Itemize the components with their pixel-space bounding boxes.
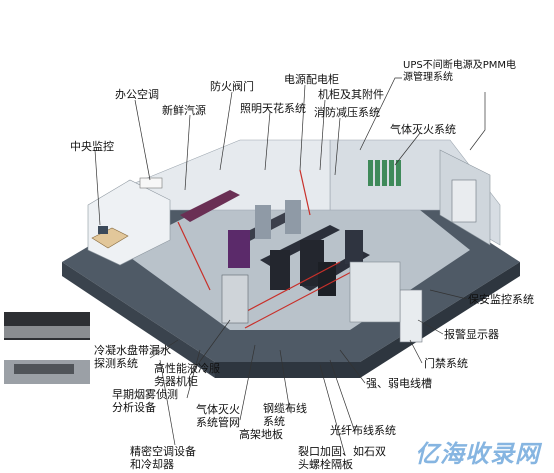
label-cabinet-accessories: 机柜及其附件: [318, 88, 384, 101]
floor-side-right: [215, 262, 520, 378]
label-cable-system: 钢缆布线系统: [263, 402, 307, 428]
label-fire-pressure: 消防减压系统: [314, 106, 380, 119]
photo-thumbnail-2-detail: [14, 364, 74, 374]
label-fiber-system: 光纤布线系统: [330, 424, 396, 437]
gas-cylinders: [368, 160, 401, 186]
label-office-ac: 办公空调: [115, 88, 159, 101]
label-precision-ac: 精密空调设备和冷却器: [130, 445, 196, 471]
label-access-control: 门禁系统: [424, 357, 468, 370]
monitor-screen: [98, 226, 108, 234]
label-ups-line1: UPS不间断电源及PMM电源管理系统: [403, 60, 521, 84]
cable-trays: [177, 169, 356, 329]
label-fresh-air: 新鲜汽源: [162, 104, 206, 117]
label-security-monitor: 保安监控系统: [468, 293, 534, 306]
label-smoke-detect: 早期烟雾侦测分析设备: [112, 388, 178, 414]
photo-thumbnail-1-floor: [4, 326, 90, 338]
leader-lines: [94, 77, 486, 456]
ups-cabinet: [451, 179, 477, 223]
label-ceiling-light: 照明天花系统: [240, 102, 306, 115]
server-cabinet-rows: [180, 190, 370, 296]
label-gas-fire: 气体灭火系统: [390, 123, 456, 136]
label-central-monitor: 中央监控: [70, 140, 114, 153]
label-precision-ac-cabinet: 高性能液冷服务器机柜: [154, 362, 220, 388]
floor-side-left: [62, 262, 215, 378]
label-water-leak: 冷凝水盘带漏水探测系统: [94, 344, 171, 370]
label-power-cabinet: 电源配电柜: [284, 73, 339, 86]
door-panel: [399, 289, 423, 343]
label-fire-valve: 防火阀门: [210, 80, 254, 93]
label-weak-current: 强、弱电线槽: [366, 377, 432, 390]
label-alarm-display: 报警显示器: [444, 328, 499, 341]
label-raised-floor: 高架地板: [239, 428, 283, 441]
label-floor-support: 裂口加固、如石双头螺栓隔板: [298, 445, 386, 471]
label-ups: UPS不间断电源及PMM电源管理系统: [403, 60, 516, 83]
right-room-box: [349, 261, 401, 323]
precision-ac-unit: [221, 274, 249, 324]
office-ac-unit: [139, 177, 163, 189]
label-gas-pipe: 气体灭火系统管网: [196, 403, 240, 429]
watermark: 亿海收录网: [415, 440, 540, 468]
